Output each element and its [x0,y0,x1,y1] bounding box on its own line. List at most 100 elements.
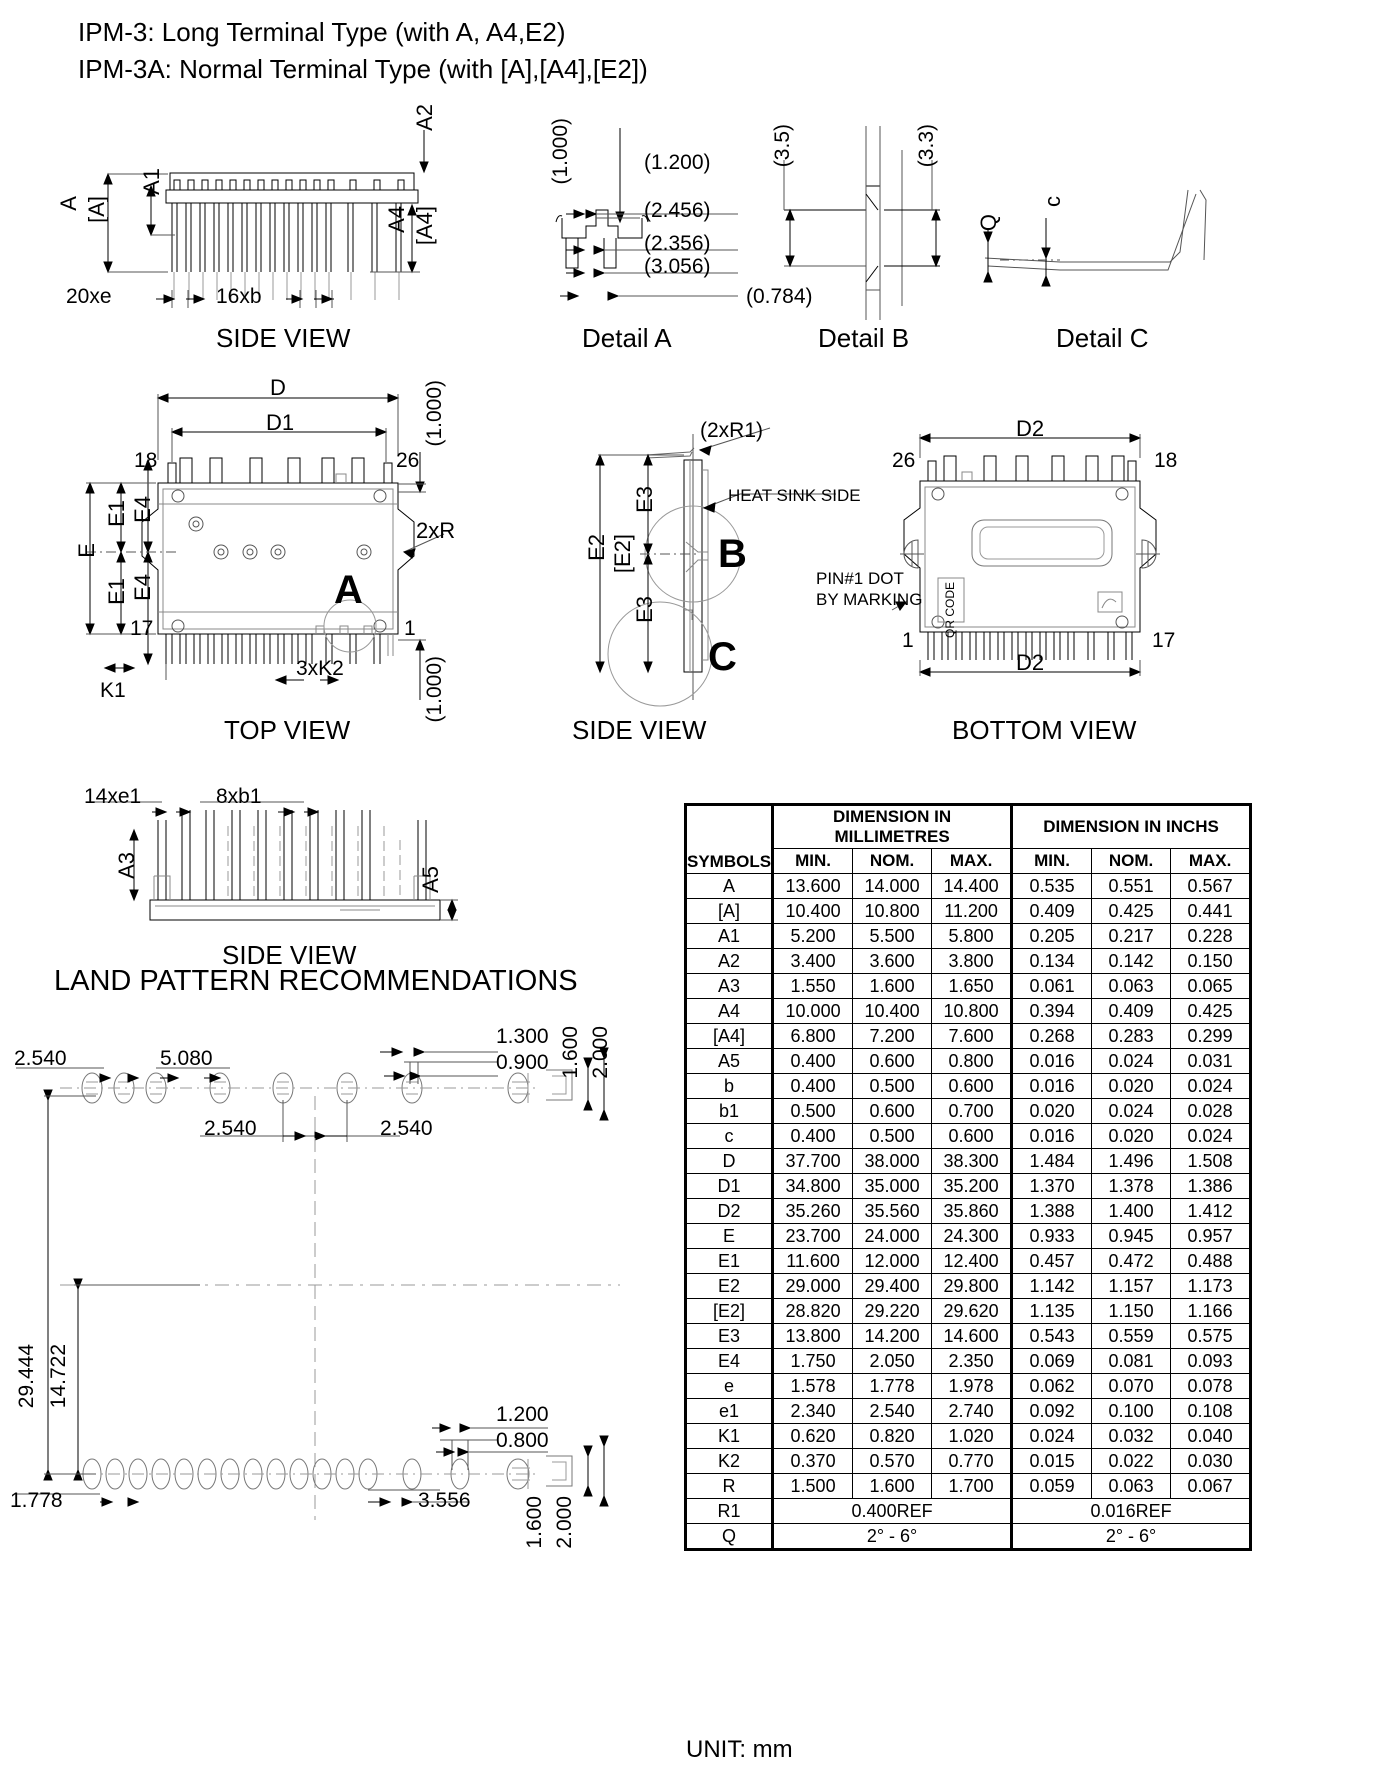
side-view-top-geometry [103,130,429,308]
table-cell-mm: 12.400 [931,1248,1013,1274]
table-cell-in: 1.386 [1170,1173,1253,1199]
table-cell-mm: 2.540 [852,1398,933,1424]
label-a4-bracket: [A4] [412,206,437,246]
caption-detail-b: Detail B [818,323,910,353]
dimension-table: SYMBOLS DIMENSION IN MILLIMETRES DIMENSI… [683,803,1253,1551]
label-detail-mark-c: C [708,635,737,679]
table-cell-in: 0.425 [1170,998,1253,1024]
table-cell-in-span: 2° - 6° [1010,1523,1253,1551]
label-detail-a-2356: (2.356) [644,232,711,255]
label-detail-c-q: Q [976,214,1001,232]
label-lp-1300: 1.300 [496,1025,549,1048]
table-cell-mm: 0.620 [771,1423,854,1449]
table-cell-in: 0.409 [1091,998,1172,1024]
table-cell-symbol: c [683,1123,774,1149]
table-cell-mm: 10.000 [771,998,854,1024]
side-view-mid-geometry [595,427,836,707]
table-cell-in: 0.228 [1170,923,1253,949]
label-bottom-pin-1: 1 [902,629,914,652]
table-sub-header-row: MIN. NOM. MAX. MIN. NOM. MAX. [686,848,1253,874]
table-cell-in: 0.457 [1010,1248,1093,1274]
table-cell-mm: 0.600 [931,1073,1013,1099]
label-pin1-dot-line1: PIN#1 DOT [816,569,904,588]
table-cell-in: 1.150 [1091,1298,1172,1324]
table-cell-in: 0.217 [1091,923,1172,949]
label-lp-3556: 3.556 [418,1489,471,1512]
table-cell-mm: 24.300 [931,1223,1013,1249]
table-cell-in: 0.020 [1091,1073,1172,1099]
table-in-nom: NOM. [1091,848,1172,874]
table-cell-mm: 29.400 [852,1273,933,1299]
label-qr-code: QR CODE [943,582,957,639]
side-view-low-geometry [90,801,458,922]
table-cell-mm: 2.350 [931,1348,1013,1374]
table-cell-mm: 0.770 [931,1448,1013,1474]
table-cell-symbol: D1 [683,1173,774,1199]
label-lp-2540-b: 2.540 [204,1117,257,1140]
table-cell-in: 1.142 [1010,1273,1093,1299]
table-cell-mm: 11.600 [771,1248,854,1274]
table-cell-in: 1.508 [1170,1148,1253,1174]
table-cell-mm: 0.700 [931,1098,1013,1124]
table-cell-in: 0.108 [1170,1398,1253,1424]
table-cell-mm: 0.400 [771,1048,854,1074]
label-detail-mark-b: B [718,532,747,576]
label-e2-bracket: [E2] [610,534,635,574]
table-cell-mm: 10.400 [771,898,854,924]
table-in-max: MAX. [1170,848,1253,874]
table-cell-mm: 35.860 [931,1198,1013,1224]
table-corner-symbols: SYMBOLS [683,803,774,874]
table-cell-mm: 0.820 [852,1423,933,1449]
table-cell-mm: 14.200 [852,1323,933,1349]
label-bottom-pin-26: 26 [892,449,916,472]
label-pin-1: 1 [404,617,416,640]
table-cell-in: 0.069 [1010,1348,1093,1374]
table-cell-mm: 0.400 [771,1123,854,1149]
table-cell-mm: 2.050 [852,1348,933,1374]
table-cell-in: 0.024 [1170,1123,1253,1149]
label-a4: A4 [384,206,409,233]
table-cell-mm: 37.700 [771,1148,854,1174]
table-cell-in: 1.135 [1010,1298,1093,1324]
table-cell-in: 0.100 [1091,1398,1172,1424]
label-e1-top: E1 [104,500,129,527]
table-cell-symbol: A4 [683,998,774,1024]
table-cell-symbol: [E2] [683,1298,774,1324]
table-cell-mm: 35.560 [852,1198,933,1224]
label-pin1-dot-line2: BY MARKING [816,590,923,609]
table-cell-mm: 38.000 [852,1148,933,1174]
table-cell-mm: 1.700 [931,1473,1013,1499]
label-8xb1: 8xb1 [216,785,262,808]
table-cell-in: 0.394 [1010,998,1093,1024]
table-cell-in: 1.166 [1170,1298,1253,1324]
table-cell-symbol: E4 [683,1348,774,1374]
table-cell-in: 0.024 [1010,1423,1093,1449]
label-e1-bot: E1 [104,578,129,605]
table-cell-mm: 29.000 [771,1273,854,1299]
top-view-geometry [85,393,445,700]
label-a-bracket: [A] [84,196,109,223]
table-cell-in: 0.093 [1170,1348,1253,1374]
table-cell-in: 0.059 [1010,1473,1093,1499]
table-cell-in: 0.205 [1010,923,1093,949]
table-cell-mm: 5.800 [931,923,1013,949]
table-cell-in: 0.078 [1170,1373,1253,1399]
table-cell-in: 0.543 [1010,1323,1093,1349]
table-cell-symbol: b1 [683,1098,774,1124]
table-cell-in: 0.425 [1091,898,1172,924]
table-cell-in: 1.412 [1170,1198,1253,1224]
table-cell-mm: 14.400 [931,873,1013,899]
table-cell-mm: 29.800 [931,1273,1013,1299]
table-cell-mm: 0.570 [852,1448,933,1474]
table-cell-mm: 1.020 [931,1423,1013,1449]
label-detail-a-1000: (1.000) [549,118,572,185]
